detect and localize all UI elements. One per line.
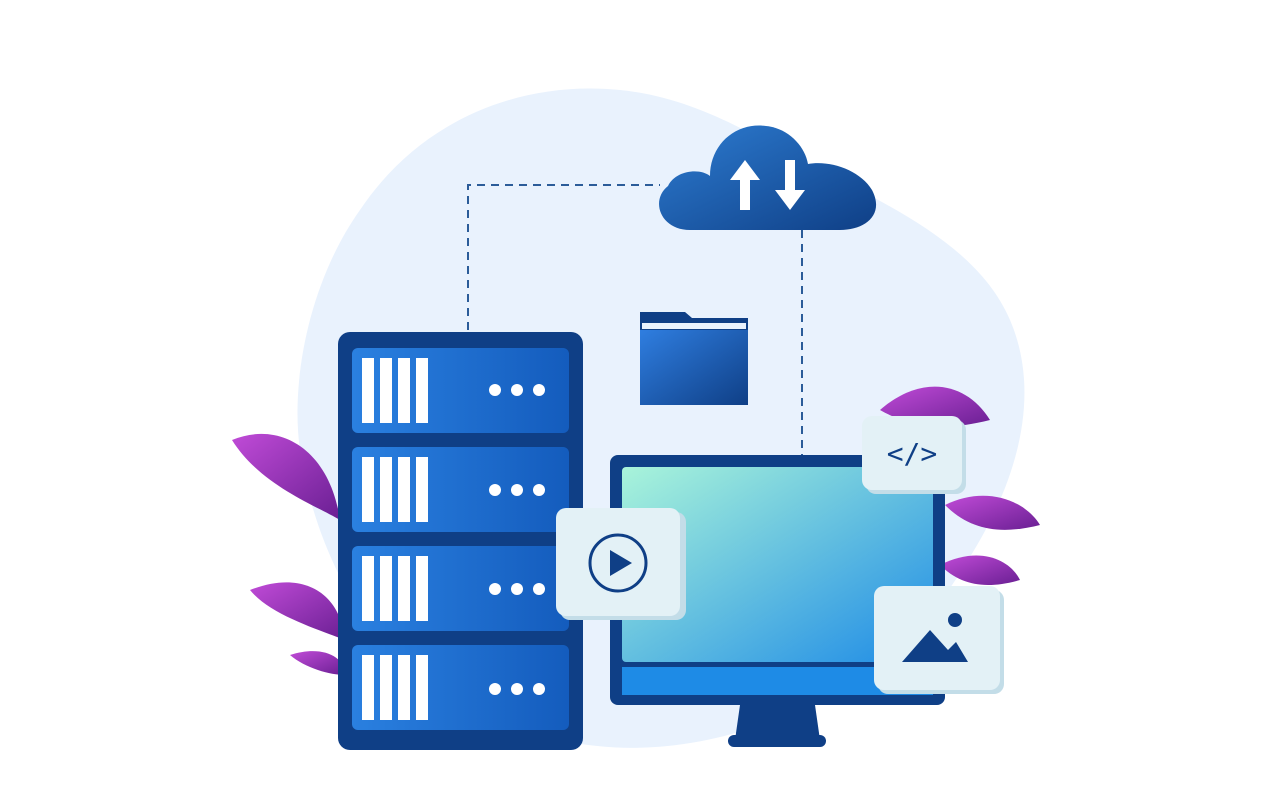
leaves-left: [232, 433, 345, 675]
code-icon: </>: [887, 437, 938, 470]
play-card: [556, 508, 686, 620]
cloud-icon: [659, 125, 877, 230]
server-unit: [352, 546, 569, 631]
server-unit: [352, 447, 569, 532]
arrow-down-icon: [775, 160, 805, 210]
play-icon: [610, 550, 632, 576]
code-card: </>: [862, 416, 966, 494]
leaves-right: [880, 386, 1040, 585]
image-icon: [902, 613, 968, 662]
server-unit: [352, 348, 569, 433]
folder-icon: [640, 312, 748, 405]
image-card: [874, 586, 1004, 694]
server-tower: [338, 332, 583, 750]
server-unit: [352, 645, 569, 730]
arrow-up-icon: [730, 160, 760, 210]
dashed-connector: [467, 184, 803, 460]
